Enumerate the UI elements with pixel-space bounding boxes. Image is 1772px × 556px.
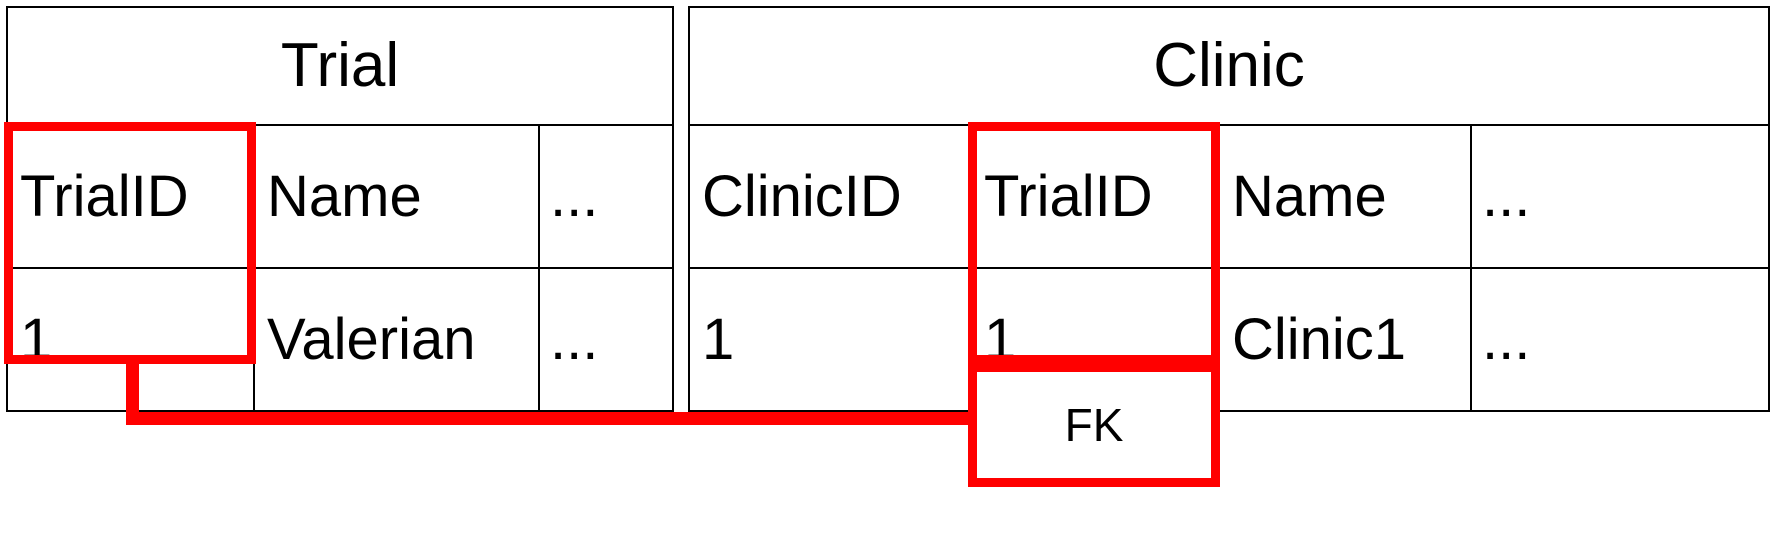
table-clinic-col-name: Name: [1220, 126, 1472, 267]
table-clinic-grid: ClinicID TrialID Name ... 1 1 Clinic1 ..…: [690, 126, 1768, 410]
relationship-connector-segment-vertical-left: [126, 363, 139, 425]
table-trial-col-more: ...: [550, 163, 599, 229]
table-trial-col-trialid: TrialID: [8, 126, 255, 267]
table-trial-title-row: Trial: [8, 8, 672, 126]
table-trial: Trial TrialID Name ... 1 Valerian ...: [6, 6, 674, 412]
table-clinic-col-clinicid: ClinicID: [690, 126, 972, 267]
table-clinic-col-more: ...: [1482, 163, 1531, 229]
table-clinic-header-row: ClinicID TrialID Name ...: [690, 126, 1768, 269]
table-trial-grid: TrialID Name ... 1 Valerian ...: [8, 126, 672, 410]
fk-label: FK: [1064, 399, 1124, 451]
table-trial-data-row: 1 Valerian ...: [8, 269, 672, 410]
relationship-connector-segment-horizontal: [126, 412, 979, 425]
table-clinic-cell-clinicid: 1: [690, 269, 972, 410]
table-clinic-title-row: Clinic: [690, 8, 1768, 126]
table-trial-col-name: Name: [255, 126, 540, 267]
table-clinic-col-trialid: TrialID: [972, 126, 1220, 267]
table-trial-cell-name: Valerian: [255, 269, 540, 410]
table-trial-cell-more: ...: [550, 306, 599, 372]
fk-annotation-box: FK: [968, 363, 1220, 487]
table-clinic-cell-more: ...: [1482, 306, 1531, 372]
table-trial-header-row: TrialID Name ...: [8, 126, 672, 269]
table-clinic-data-row: 1 1 Clinic1 ...: [690, 269, 1768, 410]
table-clinic-cell-name: Clinic1: [1220, 269, 1472, 410]
table-clinic-title: Clinic: [1153, 31, 1305, 100]
table-trial-title: Trial: [280, 31, 400, 100]
table-clinic: Clinic ClinicID TrialID Name ... 1 1 Cli…: [688, 6, 1770, 412]
